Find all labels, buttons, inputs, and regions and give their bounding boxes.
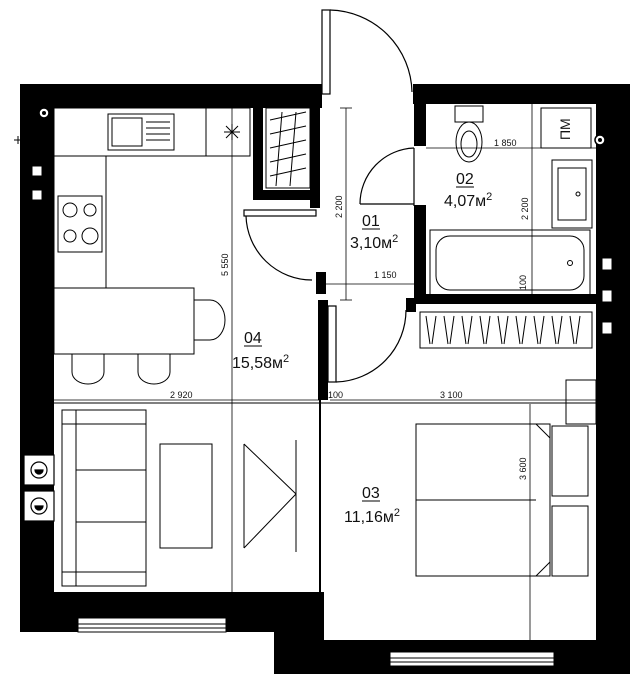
toilet [454,105,484,163]
room-number-04: 04 [244,330,262,347]
svg-text:3,10м2: 3,10м2 [350,233,398,252]
stove-icon [57,195,103,253]
kitchen-door [243,209,317,281]
nightstand [565,379,597,425]
room-label-01: 01 3,10м2 [350,213,398,252]
bath-door [359,147,415,206]
dim-3100: 3 100 [440,390,463,400]
tv-stand [243,440,297,552]
room-area-01-sup: 2 [392,233,398,245]
room-number-02: 02 [456,171,474,188]
dim-1850: 1 850 [494,138,517,148]
room-area-02-sup: 2 [486,191,492,203]
entrance-door [321,9,413,95]
svg-text:15,58м2: 15,58м2 [232,353,289,372]
room-label-04: 04 15,58м2 [232,330,289,372]
dining-table [53,287,226,385]
dim-100-bath: 100 [518,275,528,290]
dim-2920: 2 920 [170,390,193,400]
dim-2200-bath: 2 200 [520,197,530,220]
electrical-panels [23,454,55,522]
room-number-03: 03 [362,485,380,502]
window-bedroom [389,651,555,667]
dim-3600: 3 600 [518,457,528,480]
dimension-lines [54,104,596,640]
vent-shaft [265,107,311,189]
bathtub [429,229,591,297]
bed [415,423,589,577]
coffee-table [159,443,213,549]
room-area-03-sup: 2 [394,507,400,519]
room-area-04-sup: 2 [283,353,289,365]
dim-1150: 1 150 [374,270,397,280]
room-label-02: 02 4,07м2 [444,171,492,210]
svg-text:4,07м2: 4,07м2 [444,191,492,210]
room-area-04: 15,58м [232,355,283,372]
room-area-03: 11,16м [344,509,394,526]
dim-100-mid: 100 [328,390,343,400]
interior-walls [253,104,596,400]
left-wall-notches [31,165,43,201]
room-label-03: 03 11,16м2 [344,485,400,526]
wardrobe [419,311,593,349]
room-area-02: 4,07м [444,193,486,210]
room-number-01: 01 [362,213,380,230]
washbasin [551,159,593,229]
corner-markers [14,107,606,146]
svg-text:11,16м2: 11,16м2 [344,507,400,526]
sofa [61,409,147,587]
bedroom-door [327,305,407,383]
dim-5550: 5 550 [220,253,230,276]
window-kitchen [77,617,227,633]
room-area-01: 3,10м [350,235,392,252]
right-wall-notches [601,257,613,335]
dim-2200-hall: 2 200 [334,195,344,218]
meter-label: ПМ [557,118,573,140]
